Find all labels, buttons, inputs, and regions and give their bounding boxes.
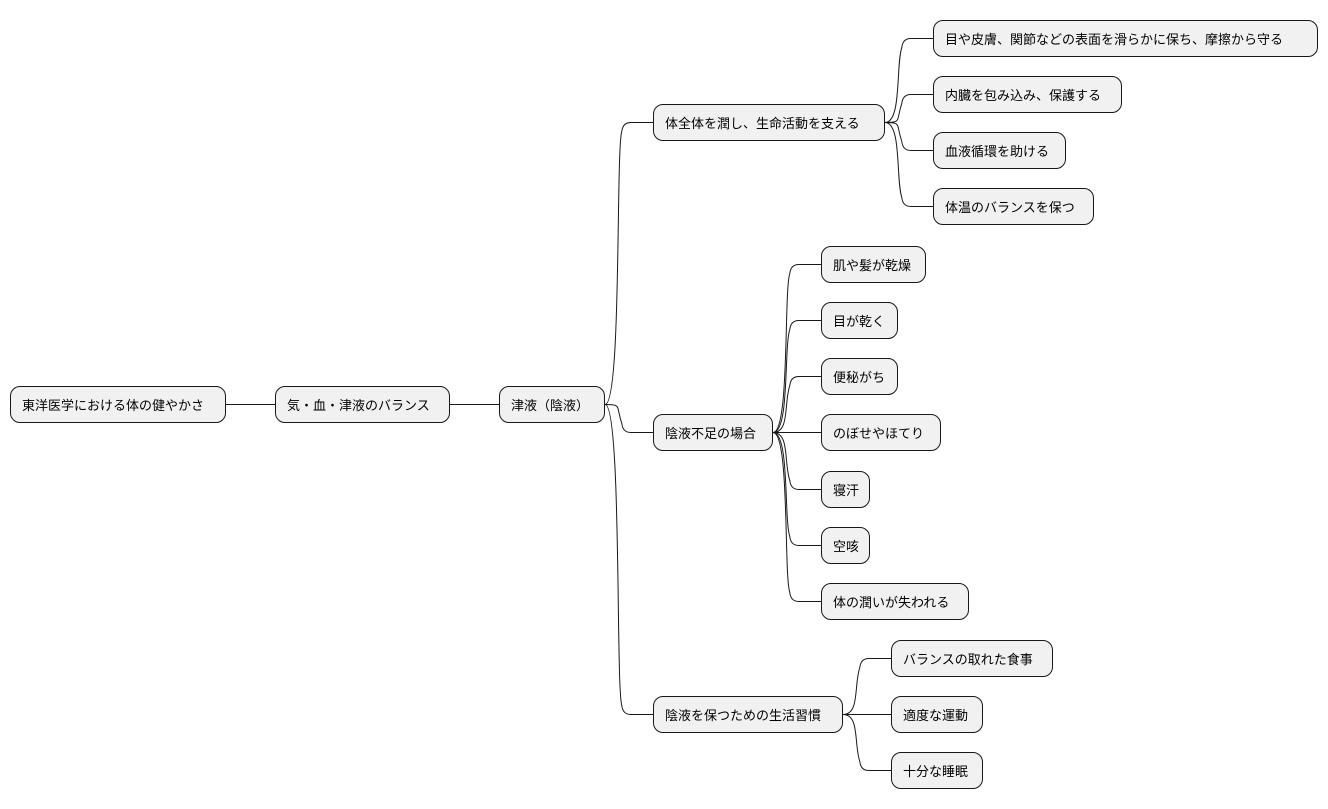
connector-line (884, 122, 933, 151)
connector-line (604, 404, 653, 433)
shineki-node: 津液（陰液） (499, 386, 605, 423)
connector-line (884, 38, 933, 123)
connector-line (604, 404, 653, 715)
leaf-node: 内臓を包み込み、保護する (933, 76, 1122, 113)
leaf-node: 適度な運動 (891, 696, 983, 733)
connector-line (772, 376, 821, 433)
leaf-node: 体の潤いが失われる (821, 583, 969, 620)
leaf-node: 便秘がち (821, 358, 898, 395)
connector-line (884, 122, 933, 207)
leaf-node: のぼせやほてり (821, 414, 941, 451)
leaf-node: 肌や髪が乾燥 (821, 246, 926, 283)
leaf-node: 十分な睡眠 (891, 752, 983, 789)
leaf-node: 寝汗 (821, 471, 870, 508)
leaf-node: 目や皮膚、関節などの表面を滑らかに保ち、摩擦から守る (933, 20, 1318, 57)
leaf-node: 目が乾く (821, 302, 898, 339)
connector-line (772, 432, 821, 602)
connector-line (884, 94, 933, 123)
connector-line (772, 320, 821, 433)
balance-node: 気・血・津液のバランス (275, 386, 450, 423)
connector-line (604, 122, 653, 405)
leaf-node: 血液循環を助ける (933, 132, 1066, 169)
connector-line (842, 714, 891, 771)
root-node: 東洋医学における体の健やかさ (10, 386, 226, 423)
leaf-node: バランスの取れた食事 (891, 640, 1053, 677)
leaf-node: 空咳 (821, 527, 870, 564)
leaf-node: 体温のバランスを保つ (933, 188, 1094, 225)
connector-line (772, 432, 821, 546)
connector-line (772, 264, 821, 433)
connector-line (842, 658, 891, 715)
connector-line (772, 432, 821, 490)
branch-deficiency-node: 陰液不足の場合 (653, 414, 773, 451)
branch-lifestyle-node: 陰液を保つための生活習慣 (653, 696, 843, 733)
branch-moisture-node: 体全体を潤し、生命活動を支える (653, 104, 885, 141)
